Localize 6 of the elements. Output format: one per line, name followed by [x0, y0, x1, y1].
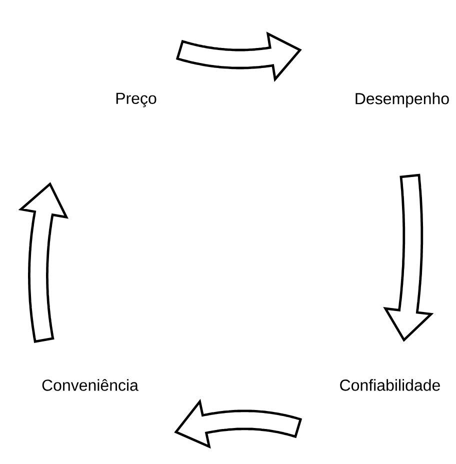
stage-label: Conveniência — [42, 379, 138, 391]
stage-label: Confiabilidade — [340, 379, 440, 391]
stage-label: Desempenho — [356, 92, 449, 108]
block-arrow — [383, 174, 434, 342]
block-arrow — [18, 182, 69, 343]
stage-label: Preço — [116, 92, 156, 108]
